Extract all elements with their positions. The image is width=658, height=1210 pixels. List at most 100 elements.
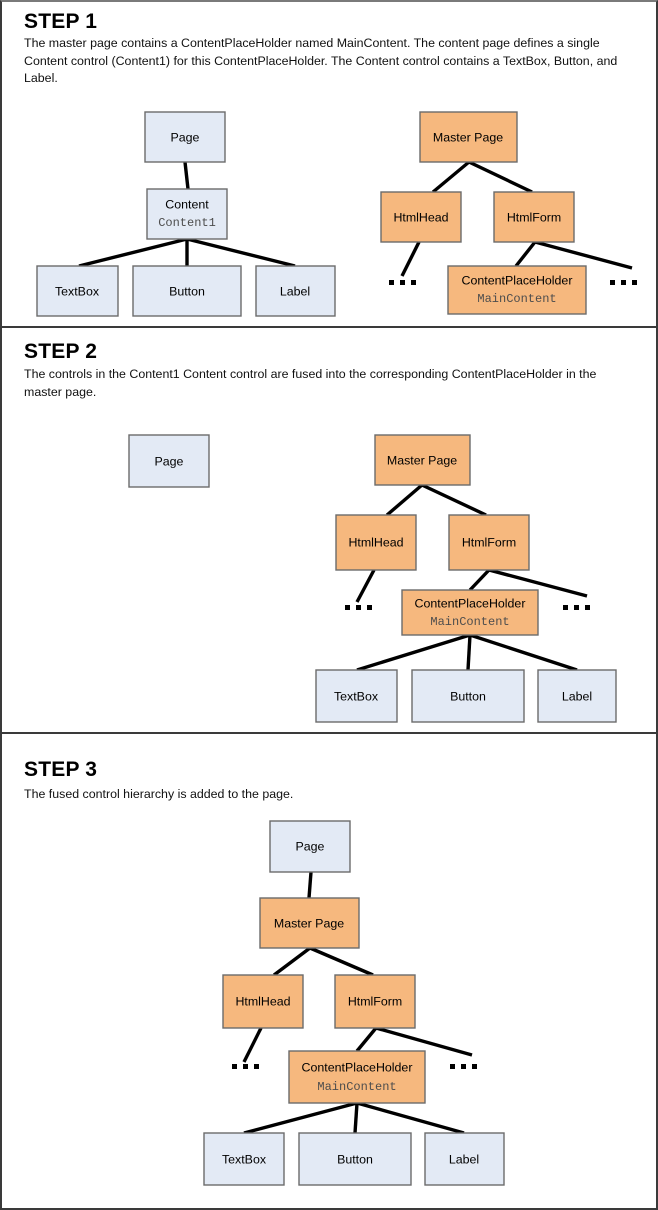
node-htmlhead-rect bbox=[222, 974, 304, 1029]
node-page-label: Page bbox=[296, 839, 325, 853]
edge-htmlform-ellipsis bbox=[488, 568, 588, 598]
edge-cph-button bbox=[353, 1102, 359, 1134]
node-textbox-label: TextBox bbox=[222, 1152, 267, 1166]
edge-htmlhead-ellipsis bbox=[400, 241, 421, 277]
edge-htmlhead-ellipsis bbox=[242, 1027, 263, 1063]
node-page[interactable]: Page bbox=[128, 434, 210, 488]
edge-masterpage-htmlhead bbox=[431, 160, 471, 194]
node-button[interactable]: Button bbox=[298, 1132, 412, 1186]
node-content-label: Content bbox=[165, 197, 209, 211]
node-button-label: Button bbox=[337, 1152, 373, 1166]
node-contentplaceholder[interactable]: ContentPlaceHolder MainContent bbox=[401, 589, 539, 636]
node-textbox-label: TextBox bbox=[55, 284, 100, 298]
node-htmlform-label: HtmlForm bbox=[348, 994, 402, 1008]
step-3-title: STEP 3 bbox=[24, 758, 98, 781]
node-contentplaceholder-sublabel: MainContent bbox=[477, 292, 556, 306]
node-contentplaceholder[interactable]: ContentPlaceHolder MainContent bbox=[447, 265, 587, 315]
ellipsis-left-icon bbox=[389, 280, 416, 285]
node-label-rect bbox=[255, 265, 336, 317]
node-textbox[interactable]: TextBox bbox=[315, 669, 398, 723]
node-htmlhead-rect bbox=[380, 191, 462, 243]
edge-cph-label bbox=[469, 633, 578, 672]
step-2-panel: STEP 2 The controls in the Content1 Cont… bbox=[2, 328, 656, 732]
step-2-title: STEP 2 bbox=[24, 340, 98, 363]
step-3-description: The fused control hierarchy is added to … bbox=[24, 787, 294, 801]
fused-master-tree: Master Page HtmlHead HtmlForm ContentPla… bbox=[315, 434, 617, 723]
node-label[interactable]: Label bbox=[255, 265, 336, 317]
edge-masterpage-htmlform bbox=[421, 483, 487, 517]
edge-cph-label bbox=[356, 1101, 465, 1135]
node-label[interactable]: Label bbox=[537, 669, 617, 723]
node-htmlhead-label: HtmlHead bbox=[235, 994, 290, 1008]
node-label-rect bbox=[537, 669, 617, 723]
node-label[interactable]: Label bbox=[424, 1132, 505, 1186]
node-contentplaceholder-label: ContentPlaceHolder bbox=[302, 1060, 413, 1074]
step-1-panel: STEP 1 The master page contains a Conten… bbox=[2, 4, 656, 326]
node-textbox[interactable]: TextBox bbox=[203, 1132, 285, 1186]
node-content-rect bbox=[146, 188, 228, 240]
ellipsis-right-icon bbox=[563, 605, 590, 610]
node-textbox-rect bbox=[203, 1132, 285, 1186]
node-htmlform-label: HtmlForm bbox=[507, 210, 561, 224]
edge-masterpage-htmlform bbox=[309, 946, 374, 977]
node-content-sublabel: Content1 bbox=[158, 216, 216, 230]
node-contentplaceholder[interactable]: ContentPlaceHolder MainContent bbox=[288, 1050, 426, 1104]
node-htmlhead[interactable]: HtmlHead bbox=[222, 974, 304, 1029]
node-textbox-rect bbox=[315, 669, 398, 723]
node-button[interactable]: Button bbox=[132, 265, 242, 317]
node-masterpage-rect bbox=[419, 111, 518, 163]
node-page[interactable]: Page bbox=[269, 820, 351, 873]
node-page-rect bbox=[144, 111, 226, 163]
node-htmlhead[interactable]: HtmlHead bbox=[380, 191, 462, 243]
node-masterpage[interactable]: Master Page bbox=[419, 111, 518, 163]
node-contentplaceholder-rect bbox=[401, 589, 539, 636]
edge-htmlform-cph bbox=[355, 1026, 378, 1053]
node-page-label: Page bbox=[155, 454, 184, 468]
ellipsis-left-icon bbox=[232, 1064, 259, 1069]
divider-step-1-2 bbox=[2, 326, 656, 328]
edge-cph-textbox bbox=[356, 633, 471, 672]
node-contentplaceholder-sublabel: MainContent bbox=[430, 615, 509, 629]
node-button-rect bbox=[132, 265, 242, 317]
node-page-rect bbox=[269, 820, 351, 873]
edge-masterpage-htmlhead bbox=[385, 483, 424, 517]
node-htmlform-rect bbox=[493, 191, 575, 243]
node-htmlform[interactable]: HtmlForm bbox=[448, 514, 530, 571]
edge-htmlform-ellipsis bbox=[534, 240, 633, 270]
step-1-description: The master page contains a ContentPlaceH… bbox=[24, 36, 618, 85]
node-masterpage-rect bbox=[259, 897, 360, 949]
node-label-label: Label bbox=[449, 1152, 479, 1166]
step-2-description: The controls in the Content1 Content con… bbox=[24, 367, 597, 399]
node-button[interactable]: Button bbox=[411, 669, 525, 723]
edge-htmlhead-ellipsis bbox=[355, 569, 376, 603]
node-htmlhead[interactable]: HtmlHead bbox=[335, 514, 417, 571]
node-page-rect bbox=[128, 434, 210, 488]
node-button-rect bbox=[411, 669, 525, 723]
node-masterpage[interactable]: Master Page bbox=[259, 897, 360, 949]
node-page[interactable]: Page bbox=[144, 111, 226, 163]
node-masterpage[interactable]: Master Page bbox=[374, 434, 471, 486]
ellipsis-right-icon bbox=[610, 280, 637, 285]
node-label-label: Label bbox=[562, 689, 592, 703]
node-page-label: Page bbox=[171, 130, 200, 144]
master-page-tree: Master Page HtmlHead HtmlForm ContentPla… bbox=[380, 111, 637, 315]
node-htmlform[interactable]: HtmlForm bbox=[334, 974, 416, 1029]
divider-step-2-3 bbox=[2, 732, 656, 734]
final-tree: Page Master Page HtmlHead HtmlForm Conte… bbox=[203, 820, 505, 1186]
node-content[interactable]: Content Content1 bbox=[146, 188, 228, 240]
node-button-label: Button bbox=[169, 284, 205, 298]
node-htmlform[interactable]: HtmlForm bbox=[493, 191, 575, 243]
ellipsis-left-icon bbox=[345, 605, 372, 610]
node-contentplaceholder-rect bbox=[447, 265, 587, 315]
edge-masterpage-htmlhead bbox=[272, 946, 312, 977]
edge-masterpage-htmlform bbox=[468, 160, 533, 194]
node-label-label: Label bbox=[280, 284, 310, 298]
edge-page-content bbox=[183, 161, 190, 190]
edge-content-label bbox=[186, 237, 296, 268]
node-contentplaceholder-label: ContentPlaceHolder bbox=[415, 596, 526, 610]
edge-htmlform-cph bbox=[514, 240, 537, 268]
node-textbox-label: TextBox bbox=[334, 689, 379, 703]
edge-content-textbox bbox=[78, 237, 188, 268]
step-1-title: STEP 1 bbox=[24, 10, 98, 33]
node-textbox[interactable]: TextBox bbox=[36, 265, 119, 317]
